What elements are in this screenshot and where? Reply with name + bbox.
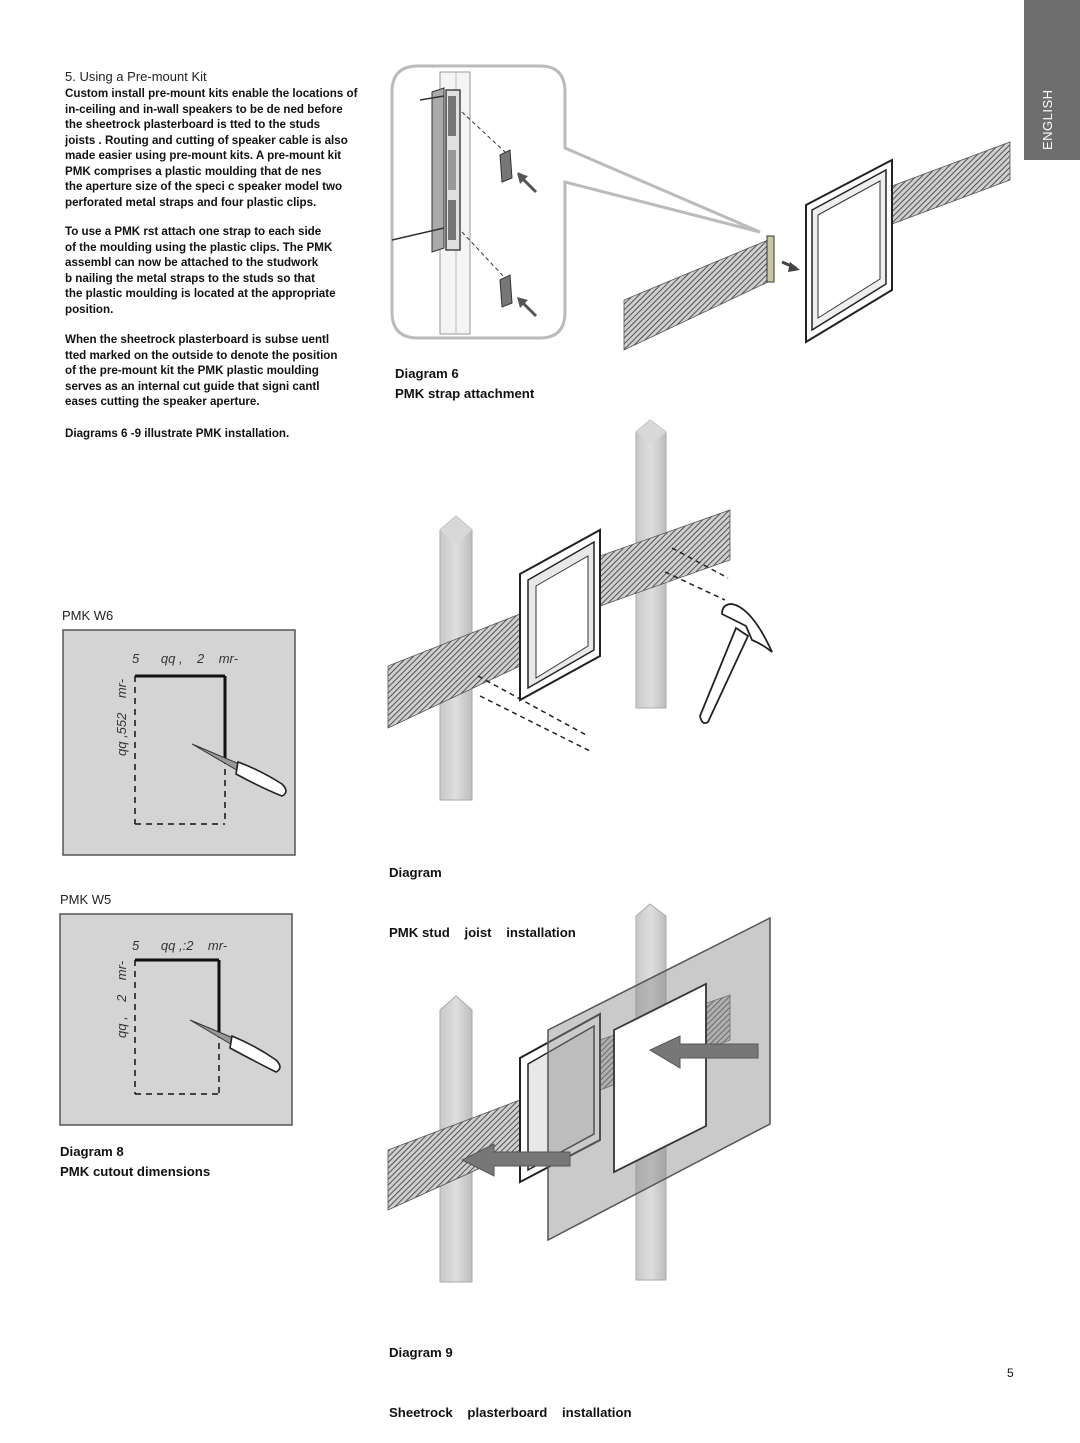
paragraph-diagrams-note: Diagrams 6 -9 illustrate PMK installatio… [65, 427, 290, 440]
text-line: in-ceiling and in-wall speakers to be de… [65, 102, 343, 116]
pmk-w6-drawing [62, 629, 296, 856]
diagram7-caption: Diagram PMK stud joist installation [389, 823, 576, 963]
text-line: of the moulding using the plastic clips.… [65, 240, 333, 254]
text-line: the aperture size of the speci c speaker… [65, 180, 343, 193]
paragraph-sheetrock: When the sheetrock plasterboard is subse… [65, 332, 410, 410]
text-line: the plastic moulding is located at the a… [65, 287, 336, 300]
text-line: b nailing the metal straps to the studs … [65, 271, 315, 285]
language-tab: ENGLISH [1024, 0, 1080, 160]
pmk-w6-label: PMK W6 [62, 608, 114, 623]
pmk-w5-width-dimension: 5 qq ,:2 mr- [132, 938, 228, 953]
diagram7-number: Diagram [389, 865, 442, 880]
text-line: tted marked on the outside to denote the… [65, 348, 338, 362]
diagram8-caption: Diagram 8 PMK cutout dimensions [60, 1142, 210, 1182]
diagram6-number: Diagram 6 [395, 366, 459, 381]
diagram6-illustration [390, 64, 1011, 351]
text-line: When the sheetrock plasterboard is subse… [65, 333, 330, 346]
diagram9-illustration [387, 903, 771, 1283]
pmk-w5-drawing [59, 913, 293, 1126]
text-line: PMK comprises a plastic moulding that de… [65, 164, 322, 178]
diagram6-title: PMK strap attachment [395, 386, 535, 401]
pmk-w6-width-dimension: 5 qq , 2 mr- [132, 651, 238, 666]
text-line: perforated metal straps and four plastic… [65, 195, 317, 209]
section-heading: 5. Using a Pre-mount Kit [65, 69, 207, 84]
paragraph-intro: Custom install pre-mount kits enable the… [65, 86, 410, 210]
text-line: joists . Routing and cutting of speaker … [65, 133, 348, 147]
text-line: the sheetrock plasterboard is tted to th… [65, 118, 321, 131]
text-line: position. [65, 302, 114, 316]
diagram9-number: Diagram 9 [389, 1345, 453, 1360]
pmk-w6-height-dimension: qq ,552 mr- [114, 678, 129, 756]
diagram9-caption: Diagram 9 Sheetrock plasterboard install… [389, 1303, 632, 1443]
text-line: To use a PMK rst attach one strap to eac… [65, 225, 322, 238]
diagram7-illustration [387, 419, 773, 801]
diagram7-title: PMK stud joist installation [389, 925, 576, 940]
diagram8-title: PMK cutout dimensions [60, 1164, 211, 1179]
diagram6-caption: Diagram 6 PMK strap attachment [395, 364, 534, 404]
paragraph-usage: To use a PMK rst attach one strap to eac… [65, 224, 410, 317]
text-line: Custom install pre-mount kits enable the… [65, 87, 358, 100]
diagram8-number: Diagram 8 [60, 1144, 124, 1159]
pmk-w5-height-dimension: qq , 2 mr- [114, 960, 129, 1038]
text-line: assembl can now be attached to the studw… [65, 256, 319, 269]
page-number: 5 [1007, 1366, 1014, 1380]
text-line: made easier using pre-mount kits. A pre-… [65, 149, 342, 162]
text-line: of the pre-mount kit the PMK plastic mou… [65, 364, 319, 377]
diagram9-title: Sheetrock plasterboard installation [389, 1405, 632, 1420]
pmk-w5-label: PMK W5 [60, 892, 112, 907]
text-line: eases cutting the speaker aperture. [65, 395, 260, 408]
text-line: serves as an internal cut guide that sig… [65, 379, 320, 393]
